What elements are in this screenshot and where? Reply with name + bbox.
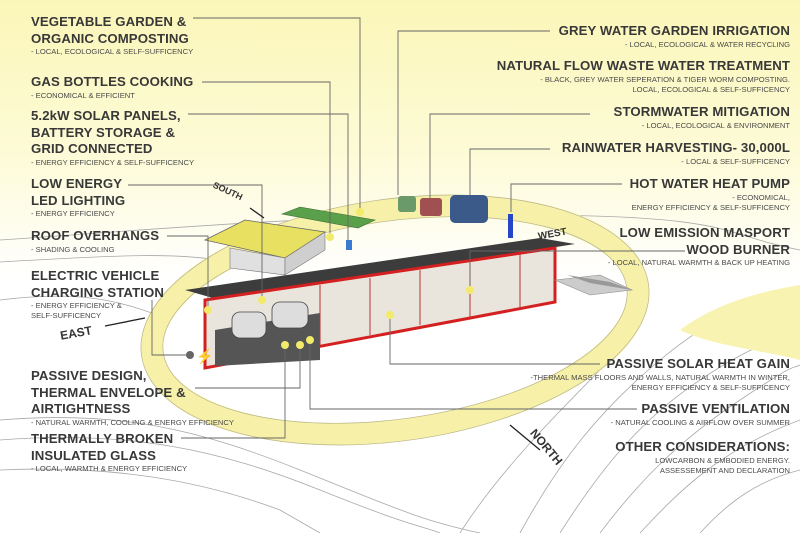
- label-title: THERMAL ENVELOPE &: [31, 384, 186, 400]
- ev-charger-dot: [186, 351, 194, 359]
- leader-lines: [128, 17, 685, 439]
- label-subtitle: SELF-SUFFICENCY: [31, 311, 102, 320]
- left-label-2: 5.2kW SOLAR PANELS,BATTERY STORAGE &GRID…: [31, 108, 194, 168]
- hill-yellow: [680, 285, 800, 360]
- label-subtitle: - SHADING & COOLING: [31, 244, 115, 254]
- label-title: PASSIVE VENTILATION: [641, 401, 790, 416]
- label-subtitle: - LOCAL, ECOLOGICAL & ENVIRONMENT: [641, 120, 790, 130]
- label-title: HOT WATER HEAT PUMP: [629, 176, 790, 191]
- label-title: AIRTIGHTNESS: [31, 401, 131, 416]
- left-label-6: PASSIVE DESIGN,THERMAL ENVELOPE &AIRTIGH…: [31, 368, 234, 428]
- label-title: LOW ENERGY: [31, 176, 123, 191]
- label-subtitle: ENERGY EFFICIENCY & SELF-SUFFICENCY: [631, 202, 790, 212]
- label-subtitle: - LOCAL, ECOLOGICAL & WATER RECYCLING: [624, 39, 790, 49]
- label-subtitle: - LOCAL & SELF-SUFFICENCY: [681, 156, 790, 166]
- label-subtitle: -THERMAL MASS FLOORS AND WALLS, NATURAL …: [530, 372, 790, 382]
- right-label-7: PASSIVE VENTILATION- NATURAL COOLING & A…: [611, 401, 790, 428]
- label-title: GAS BOTTLES COOKING: [31, 74, 194, 89]
- label-title: NATURAL FLOW WASTE WATER TREATMENT: [496, 58, 790, 73]
- lightning-bolt-icon: ⚡: [196, 348, 213, 365]
- left-label-4: ROOF OVERHANGS- SHADING & COOLING: [31, 228, 159, 255]
- house: [185, 238, 634, 370]
- label-subtitle: - LOCAL, ECOLOGICAL & SELF-SUFFICENCY: [31, 47, 194, 56]
- label-title: PASSIVE DESIGN,: [31, 368, 147, 383]
- label-title: LED LIGHTING: [31, 192, 126, 208]
- label-subtitle: ENERGY EFFICIENCY & SELF-SUFFICENCY: [631, 382, 790, 392]
- label-subtitle: - NATURAL COOLING & AIRFLOW OVER SUMMER: [610, 417, 790, 427]
- right-label-0: GREY WATER GARDEN IRRIGATION- LOCAL, ECO…: [559, 23, 790, 50]
- label-title: OTHER CONSIDERATIONS:: [615, 439, 790, 454]
- label-title: THERMALLY BROKEN: [31, 431, 174, 446]
- label-subtitle: LOWCARBON & EMBODIED ENERGY.: [655, 455, 790, 465]
- label-subtitle: - ENERGY EFFICIENCY: [31, 209, 115, 218]
- label-title: GREY WATER GARDEN IRRIGATION: [558, 23, 790, 38]
- label-subtitle: - NATURAL WARMTH, COOLING & ENERGY EFFIC…: [31, 417, 234, 427]
- water-tanks: [346, 195, 513, 250]
- label-title: 5.2kW SOLAR PANELS,: [31, 108, 181, 123]
- right-label-4: HOT WATER HEAT PUMP- ECONOMICAL,ENERGY E…: [630, 176, 790, 213]
- label-title: ELECTRIC VEHICLE: [31, 268, 160, 283]
- label-title: WOOD BURNER: [686, 241, 790, 257]
- left-label-0: VEGETABLE GARDEN &ORGANIC COMPOSTING- LO…: [31, 14, 193, 57]
- label-subtitle: - ECONOMICAL & EFFICIENT: [31, 90, 135, 100]
- label-title: INSULATED GLASS: [31, 447, 157, 463]
- label-subtitle: ASSESSEMENT AND DECLARATION: [659, 465, 790, 475]
- label-subtitle: - BLACK, GREY WATER SEPERATION & TIGER W…: [540, 74, 790, 84]
- label-title: LOW EMISSION MASPORT: [619, 225, 790, 240]
- label-title: STORMWATER MITIGATION: [613, 104, 790, 119]
- left-label-1: GAS BOTTLES COOKING- ECONOMICAL & EFFICI…: [31, 74, 193, 101]
- label-title: CHARGING STATION: [31, 284, 164, 300]
- right-label-3: RAINWATER HARVESTING- 30,000L- LOCAL & S…: [562, 140, 790, 167]
- label-title: VEGETABLE GARDEN &: [31, 14, 187, 29]
- label-subtitle: - ECONOMICAL,: [732, 192, 790, 202]
- label-title: BATTERY STORAGE &: [31, 124, 176, 140]
- carport: [203, 219, 327, 276]
- callout-dots: [204, 208, 474, 349]
- label-title: RAINWATER HARVESTING- 30,000L: [561, 140, 790, 155]
- vegetable-garden-bed: [280, 206, 376, 229]
- label-subtitle: - LOCAL, WARMTH & ENERGY EFFICIENCY: [31, 464, 188, 473]
- label-title: PASSIVE SOLAR HEAT GAIN: [606, 356, 790, 371]
- right-label-8: OTHER CONSIDERATIONS:LOWCARBON & EMBODIE…: [615, 439, 790, 476]
- label-subtitle: - LOCAL, NATURAL WARMTH & BACK UP HEATIN…: [607, 258, 790, 267]
- right-label-6: PASSIVE SOLAR HEAT GAIN-THERMAL MASS FLO…: [531, 356, 790, 393]
- label-subtitle: LOCAL, ECOLOGICAL & SELF-SUFFICENCY: [632, 84, 790, 94]
- label-subtitle: - ENERGY EFFICIENCY & SELF-SUFFICENCY: [31, 157, 195, 167]
- terrain-contours: [0, 214, 800, 533]
- label-subtitle: - ENERGY EFFICIENCY &: [31, 301, 122, 310]
- label-title: ORGANIC COMPOSTING: [31, 30, 189, 46]
- label-title: GRID CONNECTED: [31, 141, 153, 156]
- right-label-2: STORMWATER MITIGATION- LOCAL, ECOLOGICAL…: [614, 104, 790, 131]
- right-label-1: NATURAL FLOW WASTE WATER TREATMENT- BLAC…: [497, 58, 790, 95]
- label-title: ROOF OVERHANGS: [31, 228, 160, 243]
